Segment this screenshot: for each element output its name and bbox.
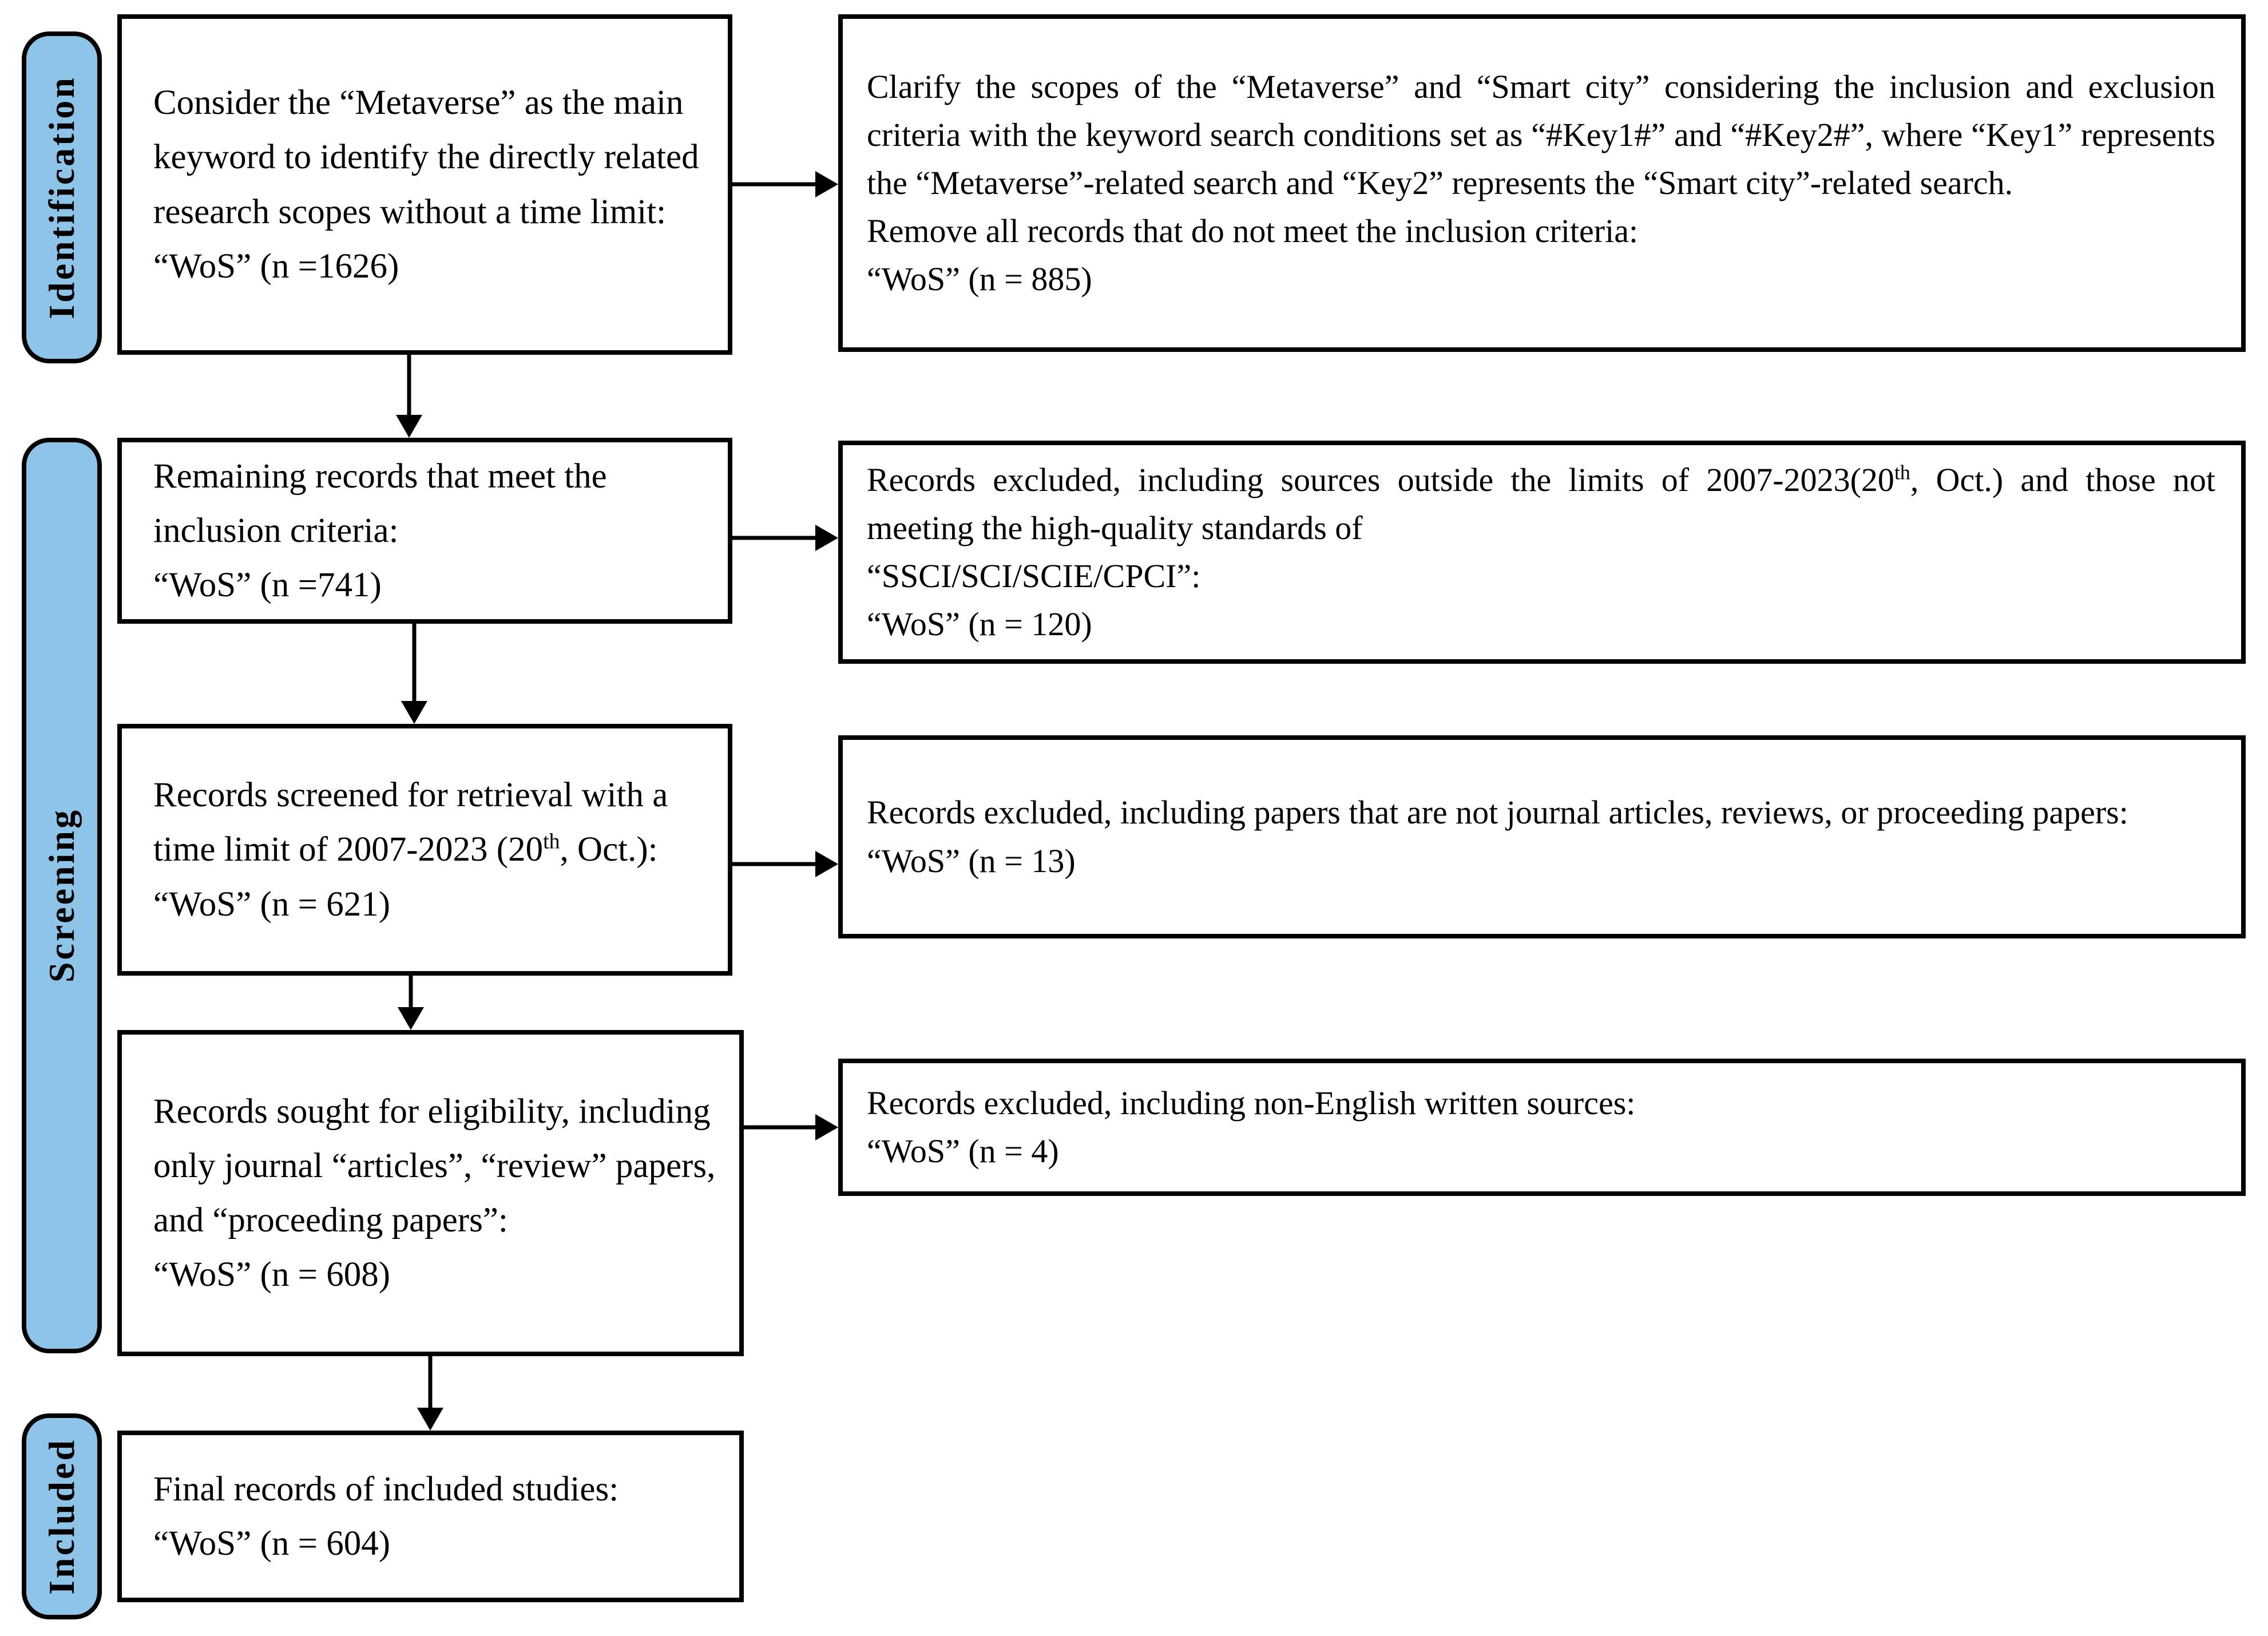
box-excluded-doctype: Records excluded, including papers that … bbox=[838, 735, 2246, 938]
box-final-records: Final records of included studies: “WoS”… bbox=[117, 1431, 744, 1602]
box-records-eligibility: Records sought for eligibility, includin… bbox=[117, 1030, 744, 1356]
box-final-records-text: Final records of included studies: “WoS”… bbox=[153, 1469, 628, 1563]
stage-included: Included bbox=[22, 1413, 102, 1619]
box-clarify-scopes-text: Clarify the scopes of the “Metaverse” an… bbox=[867, 68, 2215, 298]
arrow-down-remaining-to-screened-icon bbox=[401, 623, 427, 724]
box-excluded-quality-text: Records excluded, including sources outs… bbox=[867, 461, 2216, 643]
stage-identification: Identification bbox=[22, 31, 102, 363]
arrow-right-remaining-icon bbox=[732, 525, 838, 551]
box-excluded-language-text: Records excluded, including non-English … bbox=[867, 1084, 1636, 1170]
arrow-down-eligibility-to-final-icon bbox=[417, 1356, 443, 1431]
box-clarify-scopes: Clarify the scopes of the “Metaverse” an… bbox=[838, 14, 2246, 352]
box-records-screened: Records screened for retrieval with a ti… bbox=[117, 724, 732, 976]
box-records-screened-text: Records screened for retrieval with a ti… bbox=[153, 776, 677, 924]
box-remaining-records-text: Remaining records that meet the inclusio… bbox=[153, 457, 607, 605]
box-records-eligibility-text: Records sought for eligibility, includin… bbox=[153, 1092, 716, 1294]
box-excluded-doctype-text: Records excluded, including papers that … bbox=[867, 794, 2128, 880]
arrow-down-screened-to-eligibility-icon bbox=[398, 976, 424, 1030]
box-remaining-records: Remaining records that meet the inclusio… bbox=[117, 438, 732, 624]
arrow-right-screened-icon bbox=[732, 851, 838, 877]
stage-screening: Screening bbox=[22, 438, 102, 1353]
box-excluded-language: Records excluded, including non-English … bbox=[838, 1059, 2246, 1196]
stage-identification-label: Identification bbox=[41, 76, 82, 319]
stage-included-label: Included bbox=[41, 1438, 82, 1595]
box-excluded-quality: Records excluded, including sources outs… bbox=[838, 441, 2246, 664]
arrow-right-identification-icon bbox=[732, 171, 838, 197]
box-identification-records-text: Consider the “Metaverse” as the main key… bbox=[153, 84, 699, 286]
box-identification-records: Consider the “Metaverse” as the main key… bbox=[117, 14, 732, 355]
arrow-down-identification-to-remaining-icon bbox=[396, 355, 422, 438]
stage-screening-label: Screening bbox=[41, 808, 82, 983]
arrow-right-eligibility-icon bbox=[744, 1114, 838, 1140]
